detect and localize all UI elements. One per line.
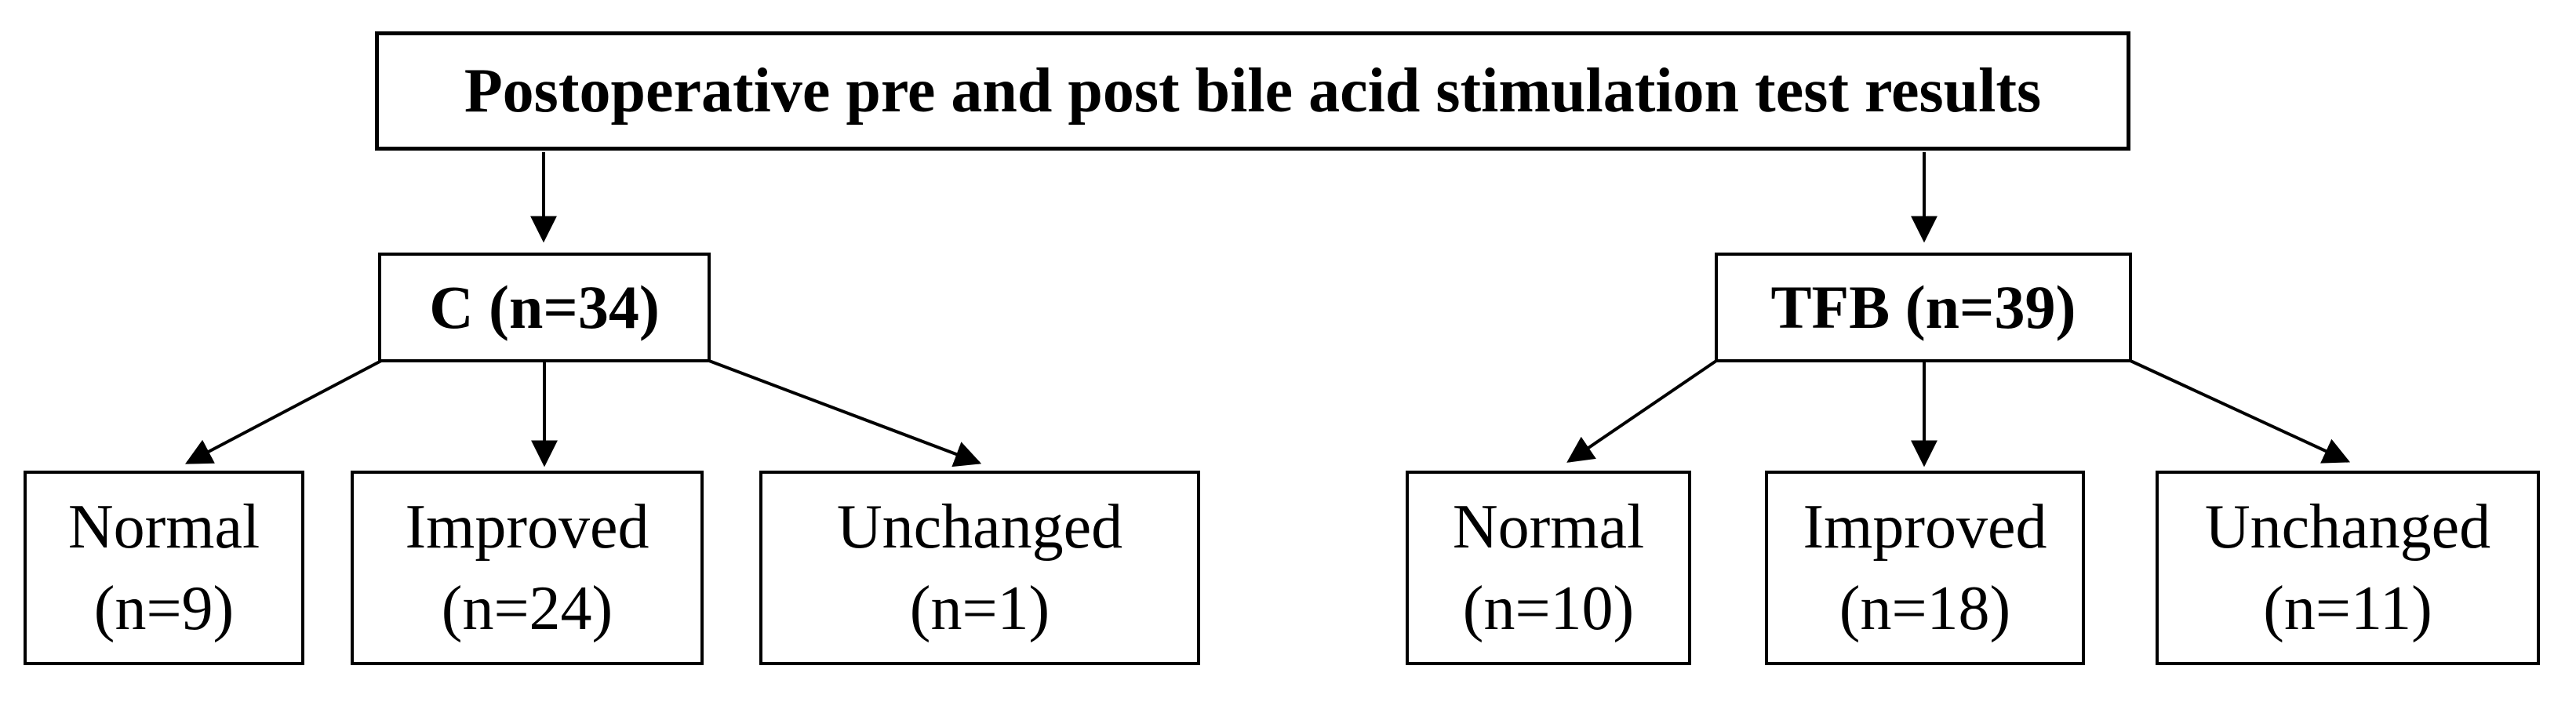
outcome-box-tfb-normal: Normal (n=10) (1406, 471, 1691, 665)
outcome-count: (n=18) (1839, 574, 2011, 643)
outcome-box-tfb-unchanged: Unchanged (n=11) (2156, 471, 2540, 665)
outcome-label: Improved (405, 493, 649, 562)
outcome-label: Unchanged (2204, 493, 2491, 562)
outcome-count: (n=11) (2263, 574, 2432, 643)
group-c-label: C (n=34) (429, 273, 660, 341)
outcome-box-c-improved: Improved (n=24) (351, 471, 704, 665)
outcome-box-c-normal: Normal (n=9) (24, 471, 304, 665)
arrow-c-to-unchanged (708, 359, 982, 467)
group-tfb-label: TFB (n=39) (1770, 273, 2076, 341)
outcome-box-c-unchanged: Unchanged (n=1) (759, 471, 1200, 665)
outcome-count: (n=1) (909, 574, 1050, 643)
arrow-tfb-to-unchanged (2130, 359, 2351, 464)
outcome-box-tfb-improved: Improved (n=18) (1765, 471, 2085, 665)
title-box: Postoperative pre and post bile acid sti… (375, 31, 2130, 151)
outcome-label: Unchanged (836, 493, 1123, 562)
group-box-tfb: TFB (n=39) (1715, 253, 2132, 362)
outcome-label: Normal (67, 493, 260, 562)
group-box-c: C (n=34) (378, 253, 711, 362)
title-text: Postoperative pre and post bile acid sti… (464, 56, 2042, 125)
outcome-label: Improved (1803, 493, 2047, 562)
outcome-count: (n=24) (441, 574, 613, 643)
outcome-count: (n=10) (1462, 574, 1635, 643)
arrow-tfb-to-normal (1566, 359, 1718, 463)
arrow-c-to-normal (184, 359, 382, 464)
outcome-label: Normal (1452, 493, 1645, 562)
outcome-count: (n=9) (93, 574, 235, 643)
